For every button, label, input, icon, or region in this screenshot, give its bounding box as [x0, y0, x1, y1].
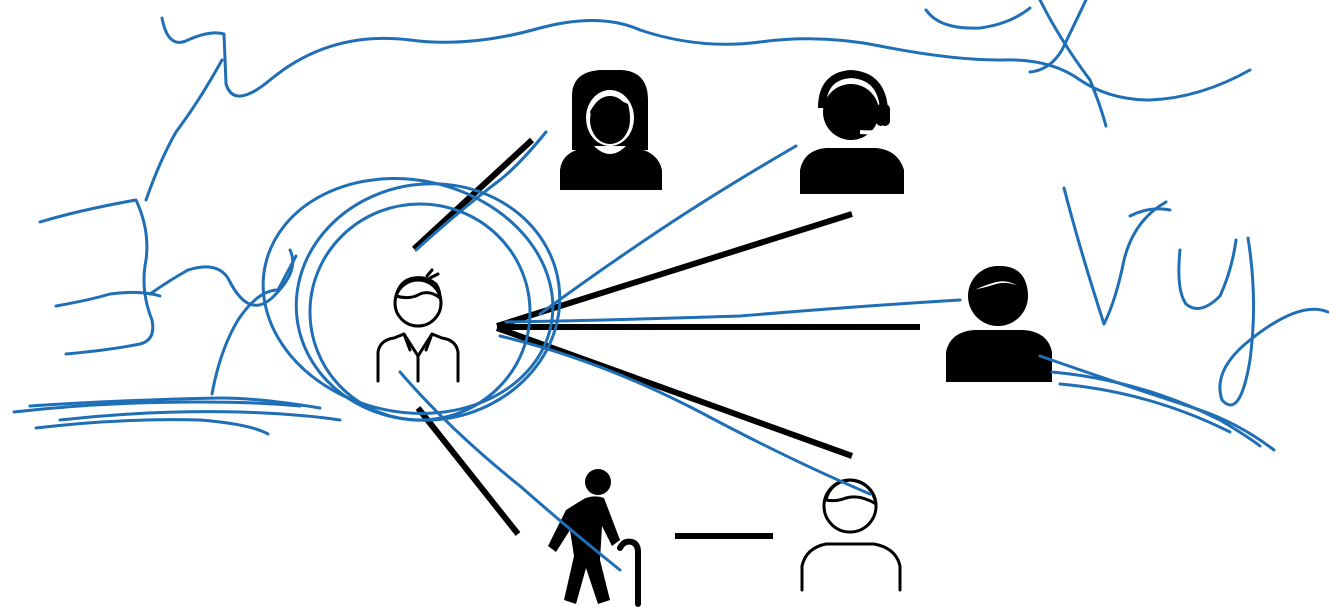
person-outline-icon: [376, 268, 460, 383]
connector-line-woman: [411, 137, 535, 252]
connector-line-headset-person: [496, 211, 853, 329]
woman-icon: [560, 70, 662, 190]
connector-line-elderly-person: [415, 406, 521, 536]
young-person-outline-icon: [800, 478, 902, 592]
headset-person-icon: [800, 69, 904, 194]
connector-line-young-person: [495, 325, 854, 459]
elderly-person-with-cane-icon: [548, 469, 641, 607]
connector-lines: [411, 137, 920, 539]
handwriting-ink: [12, 0, 1329, 572]
man-icon: [946, 266, 1052, 382]
handwriting-Vy: [1062, 186, 1168, 326]
